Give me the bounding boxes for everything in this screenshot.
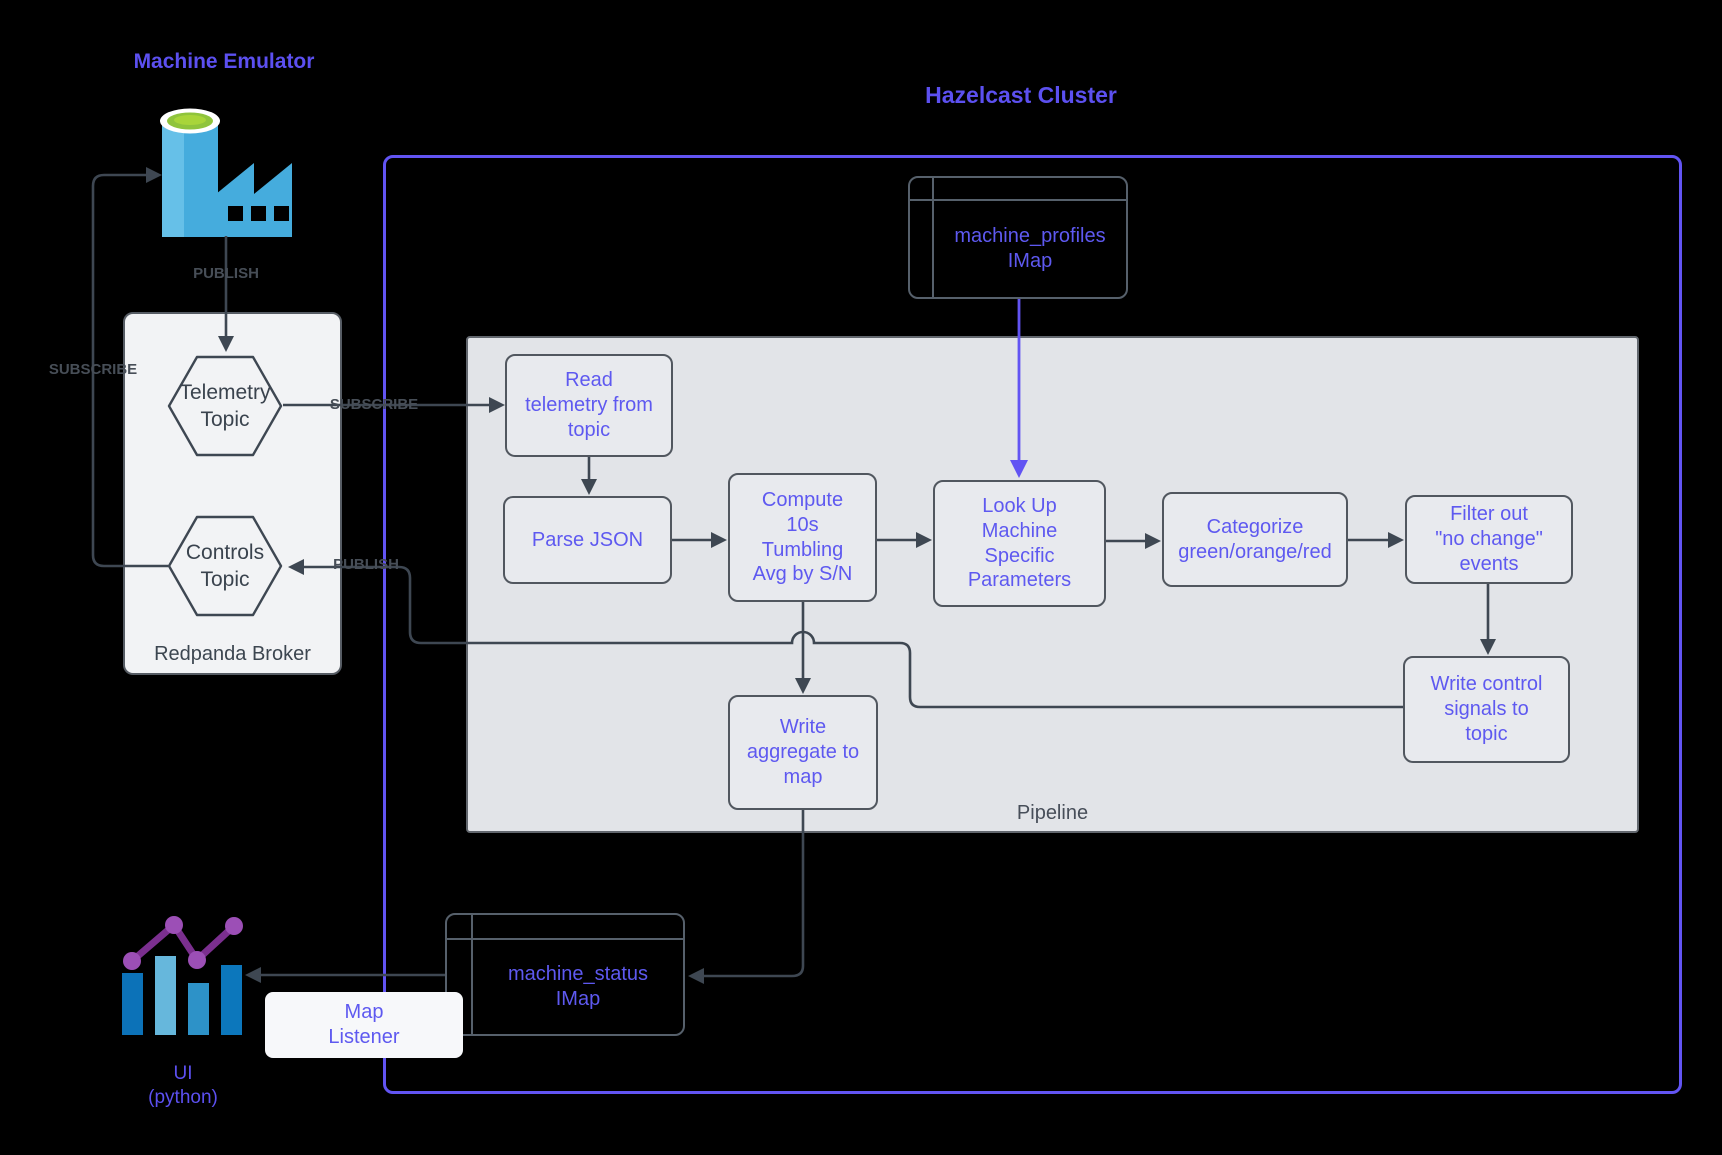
categorize-box[interactable]: Categorize green/orange/red (1162, 492, 1348, 587)
edge-status-map-to-ui[interactable] (245, 967, 445, 983)
parse-json-box[interactable]: Parse JSON (503, 496, 672, 584)
ui-title: UI (python) (148, 1063, 218, 1108)
edge-compute-to-write-aggregate[interactable] (795, 602, 811, 694)
machine-status-imap[interactable]: machine_status IMap (445, 913, 685, 1036)
write-aggregate-box[interactable]: Write aggregate to map (728, 695, 878, 810)
bar-chart-icon[interactable] (108, 905, 258, 1040)
edge-parse-to-compute[interactable] (672, 532, 727, 548)
edge-profiles-map-to-lookup[interactable] (1010, 299, 1028, 478)
publish-label-mid: PUBLISH (333, 556, 399, 573)
machine-profiles-imap-label: machine_profiles IMap (954, 224, 1106, 272)
write-control-signals-box[interactable]: Write control signals to topic (1403, 656, 1570, 763)
edge-categorize-to-filter[interactable] (1348, 532, 1404, 548)
redpanda-broker-label: Redpanda Broker (154, 643, 311, 665)
pipeline-label: Pipeline (1016, 802, 1089, 824)
factory-icon[interactable] (150, 106, 295, 239)
subscribe-label-mid: SUBSCRIBE (329, 396, 419, 413)
publish-label-top: PUBLISH (193, 265, 259, 282)
edge-read-to-parse[interactable] (581, 457, 597, 495)
edge-write-aggregate-to-status-map[interactable] (688, 810, 805, 984)
controls-topic-node[interactable]: Controls Topic (167, 515, 283, 617)
edge-write-control-publish-controls[interactable] (288, 559, 1403, 709)
edge-compute-to-lookup[interactable] (877, 532, 932, 548)
map-listener-box[interactable]: Map Listener (265, 992, 463, 1058)
read-telemetry-box[interactable]: Read telemetry from topic (505, 354, 673, 457)
edge-telemetry-subscribe-read[interactable] (283, 397, 505, 413)
lookup-parameters-box[interactable]: Look Up Machine Specific Parameters (933, 480, 1106, 607)
machine-status-imap-label: machine_status IMap (507, 962, 649, 1010)
edge-factory-publish-telemetry[interactable] (218, 236, 234, 352)
subscribe-label-left: SUBSCRIBE (48, 361, 138, 378)
edge-controls-subscribe-factory[interactable] (91, 167, 168, 568)
compute-avg-box[interactable]: Compute 10s Tumbling Avg by S/N (728, 473, 877, 602)
edge-lookup-to-categorize[interactable] (1106, 533, 1161, 549)
machine-emulator-title: Machine Emulator (133, 50, 315, 73)
telemetry-topic-node[interactable]: Telemetry Topic (167, 355, 283, 457)
hazelcast-cluster-container[interactable] (383, 155, 1682, 1094)
machine-profiles-imap[interactable]: machine_profiles IMap (908, 176, 1128, 299)
telemetry-topic-label: Telemetry Topic (179, 380, 271, 431)
hazelcast-cluster-title: Hazelcast Cluster (925, 82, 1117, 108)
filter-events-box[interactable]: Filter out "no change" events (1405, 495, 1573, 584)
edge-filter-to-write-control[interactable] (1480, 584, 1496, 655)
controls-topic-label: Controls Topic (185, 540, 265, 591)
